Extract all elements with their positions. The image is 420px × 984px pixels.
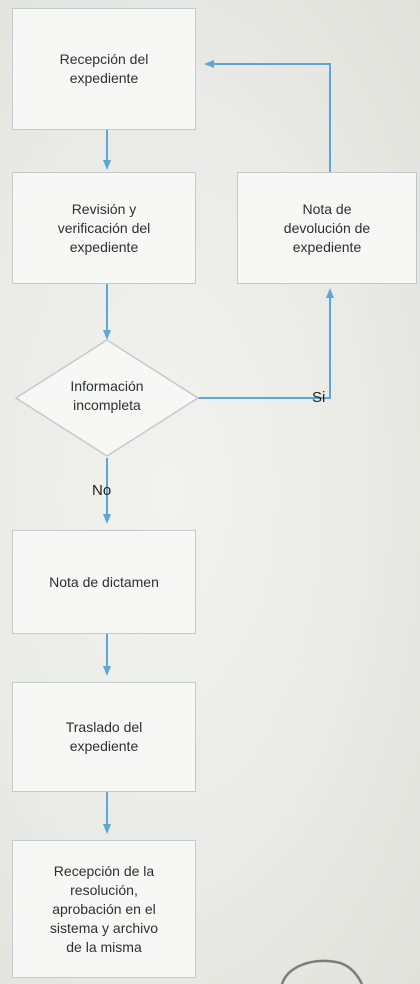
node-nota-devolucion: Nota de devolución de expediente [237, 172, 417, 284]
node-revision-verificacion: Revisión y verificación del expediente [12, 172, 196, 284]
pen-mark [280, 959, 364, 984]
edge-label-yes: Si [312, 389, 326, 406]
node-nota-dictamen: Nota de dictamen [12, 530, 196, 634]
connector-devolucion-to-recepcion [204, 60, 331, 172]
node-recepcion-resolucion: Recepción de la resolución, aprobación e… [12, 840, 196, 978]
connector-decision-to-devolucion [198, 288, 334, 399]
node-recepcion-expediente-label: Recepción del expediente [59, 51, 149, 86]
edge-label-no: No [92, 482, 112, 499]
node-nota-devolucion-label: Nota de devolución de expediente [283, 200, 371, 255]
node-traslado-expediente-label: Traslado del expediente [65, 719, 143, 754]
node-traslado-expediente: Traslado del expediente [12, 682, 196, 792]
node-nota-dictamen-label: Nota de dictamen [49, 573, 159, 590]
node-recepcion-resolucion-label: Recepción de la resolución, aprobación e… [49, 862, 159, 955]
node-recepcion-expediente: Recepción del expediente [12, 8, 196, 130]
decision-label: Información incompleta [70, 378, 144, 413]
decision-diamond [14, 339, 200, 457]
node-revision-verificacion-label: Revisión y verificación del expediente [57, 200, 151, 255]
